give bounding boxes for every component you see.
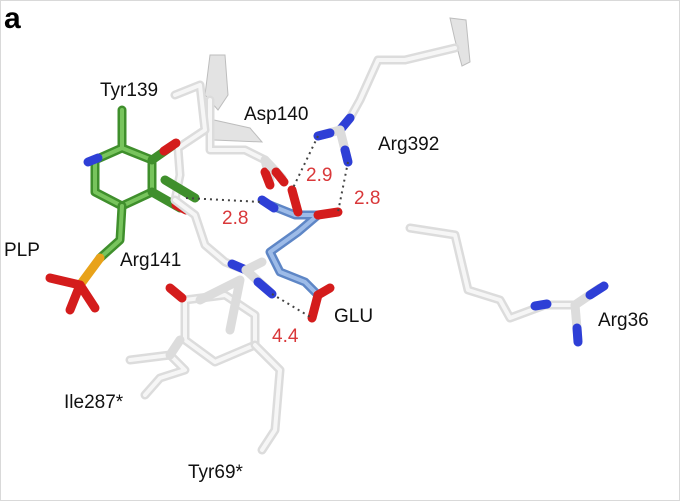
arg141-sidechain xyxy=(170,195,277,299)
distance-tyr139-glu: 2.8 xyxy=(222,208,248,229)
hbond-arg392-a xyxy=(291,135,319,191)
ile287-sidechain xyxy=(125,335,190,400)
distance-arg392-b: 2.8 xyxy=(354,188,380,209)
label-asp140: Asp140 xyxy=(244,104,308,125)
hbond-tyr139-glu xyxy=(185,197,263,203)
hydrogen-bonds xyxy=(185,135,349,319)
distance-arg141-glu: 4.4 xyxy=(272,326,299,347)
hbond-arg141-glu xyxy=(271,293,313,319)
glu-molecule xyxy=(257,185,343,323)
tyr69-ring xyxy=(165,275,285,455)
label-arg141: Arg141 xyxy=(120,250,181,271)
label-glu: GLU xyxy=(334,306,373,327)
label-arg392: Arg392 xyxy=(378,134,439,155)
label-plp: PLP xyxy=(4,240,40,261)
tyr139-backbone xyxy=(170,80,210,205)
panel-label: a xyxy=(4,2,21,35)
distance-arg392-a: 2.9 xyxy=(306,165,332,186)
arg36-sidechain xyxy=(405,223,609,347)
plp-molecule xyxy=(45,105,200,315)
asp140-sidechain xyxy=(205,95,289,190)
label-tyr69: Tyr69* xyxy=(188,462,244,483)
label-arg36: Arg36 xyxy=(598,310,649,331)
hbond-arg392-b xyxy=(337,161,349,213)
label-tyr139: Tyr139 xyxy=(100,80,158,101)
arg392-sidechain xyxy=(313,43,460,167)
label-ile287: Ile287* xyxy=(64,392,124,413)
